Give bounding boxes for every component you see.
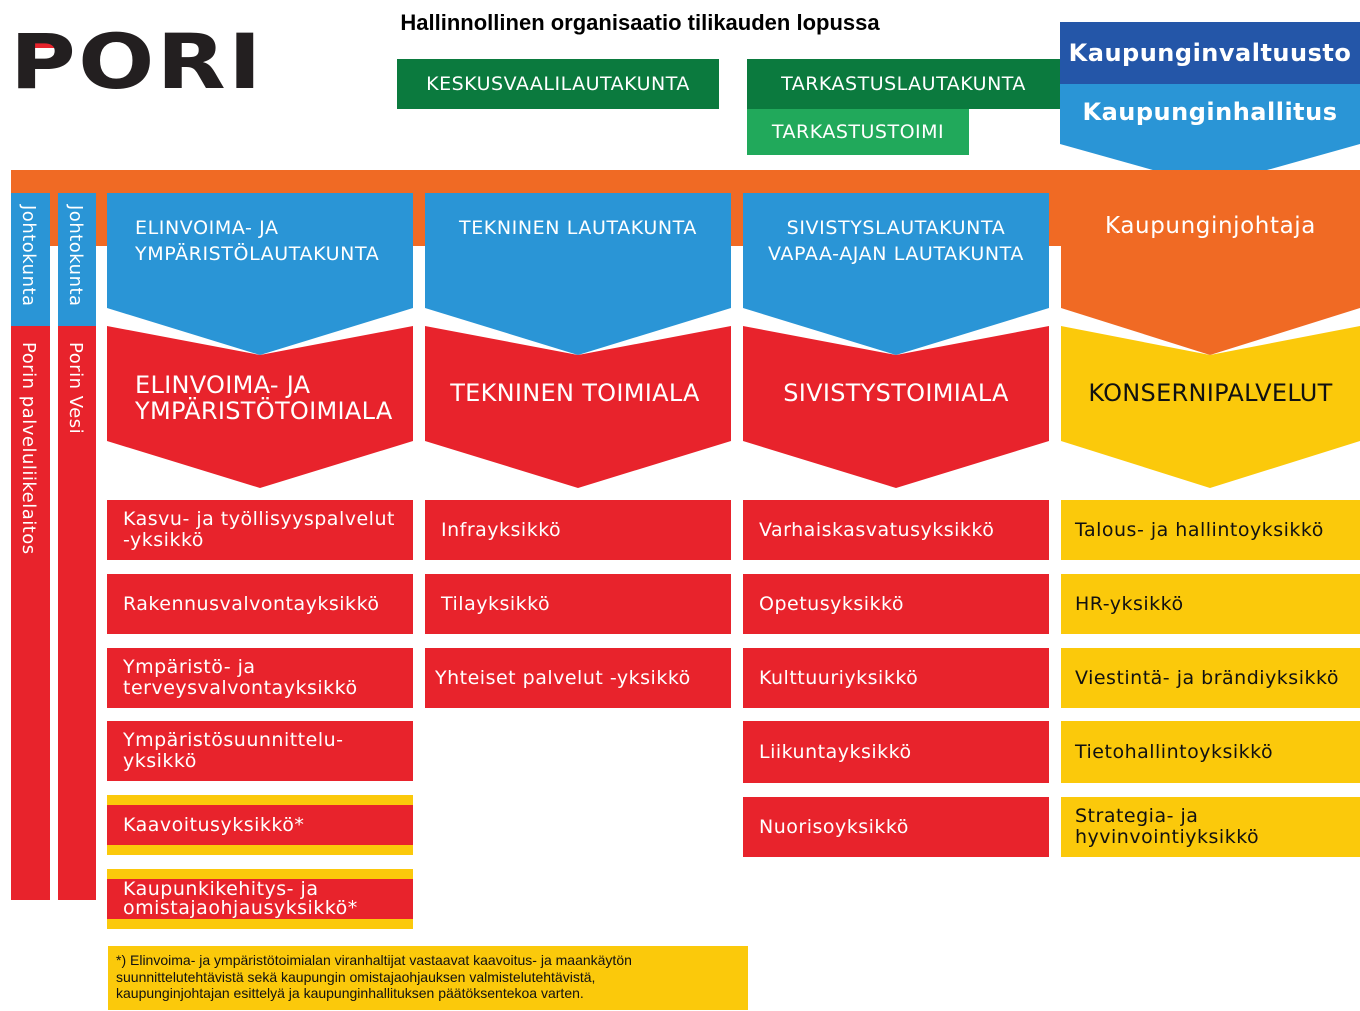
unit-label: HR-yksikkö [1075, 592, 1184, 615]
porin-palveluliikelaitos-label: Porin palveluliikelaitos [18, 342, 39, 555]
crown-icon [32, 34, 62, 48]
tarkastuslautakunta-box: TARKASTUSLAUTAKUNTA [747, 59, 1060, 109]
unit-talous-hallinto: Talous- ja hallintoyksikkö [1061, 500, 1360, 560]
johtokunta-2-label: Johtokunta [65, 205, 86, 307]
kaupunginhallitus-label: Kaupunginhallitus [1082, 97, 1338, 126]
kaupunginhallitus-chevron [1060, 84, 1360, 186]
unit-label: Yhteiset palvelut -yksikkö [435, 666, 691, 689]
footnote-line: suunnittelutehtävistä sekä kaupungin omi… [116, 968, 596, 985]
unit-tila: Tilayksikkö [425, 574, 731, 634]
elinvoima-board-chevron [107, 193, 413, 355]
footnote-line: kaupunginjohtajan esittelyä ja kaupungin… [116, 985, 584, 1002]
unit-nuoriso: Nuorisoyksikkö [743, 797, 1049, 857]
unit-kasvu-tyollisyys: Kasvu- ja työllisyyspalvelut -yksikkö [107, 500, 413, 560]
unit-label: yksikkö [123, 750, 197, 772]
unit-ymparisto-terveysvalvonta: Ympäristö- ja terveysvalvontayksikkö [107, 648, 413, 708]
footnote-line: *) Elinvoima- ja ympäristötoimialan vira… [116, 952, 632, 968]
elinvoima-board-label-2: YMPÄRISTÖLAUTAKUNTA [135, 243, 380, 265]
unit-label: terveysvalvontayksikkö [123, 677, 358, 699]
johtokunta-1-label: Johtokunta [18, 205, 39, 307]
unit-label: omistajaohjausyksikkö* [123, 897, 358, 919]
sivistys-board-label-1: SIVISTYSLAUTAKUNTA [786, 217, 1006, 239]
konsernipalvelut-chevron [1061, 326, 1360, 488]
konsernipalvelut-label: KONSERNIPALVELUT [1088, 379, 1333, 407]
unit-label: Kaavoitusyksikkö* [123, 813, 305, 836]
unit-label: Rakennusvalvontayksikkö [123, 592, 380, 615]
unit-viestinta-brandi: Viestintä- ja brändiyksikkö [1061, 648, 1360, 708]
unit-label: Varhaiskasvatusyksikkö [759, 518, 995, 541]
unit-label: -yksikkö [123, 529, 204, 551]
johtokunta-2-box [58, 193, 96, 326]
porin-palveluliikelaitos-box [11, 326, 50, 900]
kaupunginjohtaja-chevron [1061, 193, 1360, 355]
kaupunginvaltuusto-box: Kaupunginvaltuusto [1060, 22, 1360, 84]
porin-vesi-box [58, 326, 96, 900]
unit-label: Strategia- ja [1075, 805, 1199, 828]
sivistys-board-chevron [743, 193, 1049, 355]
unit-hr: HR-yksikkö [1061, 574, 1360, 634]
tarkastustoimi-box: TARKASTUSTOIMI [747, 109, 969, 155]
johtokunta-1-box [11, 193, 50, 326]
elinvoima-division-label-2: YMPÄRISTÖTOIMIALA [135, 397, 393, 425]
elinvoima-division-label-1: ELINVOIMA- JA [135, 371, 311, 399]
unit-varhaiskasvatus: Varhaiskasvatusyksikkö [743, 500, 1049, 560]
kaupunginjohtaja-label: Kaupunginjohtaja [1105, 213, 1316, 239]
unit-label: Ympäristö- ja [123, 656, 256, 679]
unit-infra: Infrayksikkö [425, 500, 731, 560]
unit-label: Nuorisoyksikkö [759, 815, 909, 838]
sivistys-division-label: SIVISTYSTOIMIALA [783, 379, 1009, 407]
unit-opetus: Opetusyksikkö [743, 574, 1049, 634]
unit-kaupunkikehitys: Kaupunkikehitys- ja omistajaohjausyksikk… [107, 879, 413, 919]
unit-tietohallinto: Tietohallintoyksikkö [1061, 721, 1360, 783]
keskusvaalilautakunta-box: KESKUSVAALILAUTAKUNTA [397, 59, 719, 109]
unit-label: Kulttuuriyksikkö [759, 666, 919, 689]
unit-label: Opetusyksikkö [759, 592, 904, 615]
tekninen-board-chevron [425, 193, 731, 355]
unit-label: Tietohallintoyksikkö [1075, 740, 1274, 763]
unit-label: Tilayksikkö [441, 592, 551, 615]
unit-label: Talous- ja hallintoyksikkö [1075, 518, 1324, 541]
unit-liikunta: Liikuntayksikkö [743, 721, 1049, 783]
unit-label: Liikuntayksikkö [759, 740, 912, 763]
tekninen-division-label: TEKNINEN TOIMIALA [450, 379, 700, 407]
unit-label: Kasvu- ja työllisyyspalvelut [123, 508, 395, 531]
unit-label: Infrayksikkö [441, 518, 562, 541]
chart-title: Hallinnollinen organisaatio tilikauden l… [400, 10, 880, 35]
unit-label: Kaupunkikehitys- ja [123, 878, 319, 900]
elinvoima-division-chevron [107, 326, 413, 488]
unit-kaavoitus: Kaavoitusyksikkö* [107, 805, 413, 845]
sivistys-board-label-2: VAPAA-AJAN LAUTAKUNTA [768, 243, 1024, 265]
footnote: *) Elinvoima- ja ympäristötoimialan vira… [108, 946, 748, 1010]
pori-logo: PORI [10, 17, 264, 106]
porin-vesi-label: Porin Vesi [65, 342, 86, 435]
elinvoima-board-label-1: ELINVOIMA- JA [135, 217, 279, 239]
sivistys-division-chevron [743, 326, 1049, 488]
unit-rakennusvalvonta: Rakennusvalvontayksikkö [107, 574, 413, 634]
tekninen-division-chevron [425, 326, 731, 488]
unit-label: Viestintä- ja brändiyksikkö [1075, 666, 1339, 689]
tekninen-board-label: TEKNINEN LAUTAKUNTA [458, 217, 697, 239]
unit-yhteiset-palvelut: Yhteiset palvelut -yksikkö [425, 648, 731, 708]
unit-strategia-hyvinvointi: Strategia- ja hyvinvointiyksikkö [1061, 797, 1360, 857]
unit-label: hyvinvointiyksikkö [1075, 826, 1260, 848]
unit-kulttuuri: Kulttuuriyksikkö [743, 648, 1049, 708]
unit-label: Ympäristösuunnittelu- [123, 729, 344, 752]
unit-ymparistosuunnittelu: Ympäristösuunnittelu- yksikkö [107, 721, 413, 781]
